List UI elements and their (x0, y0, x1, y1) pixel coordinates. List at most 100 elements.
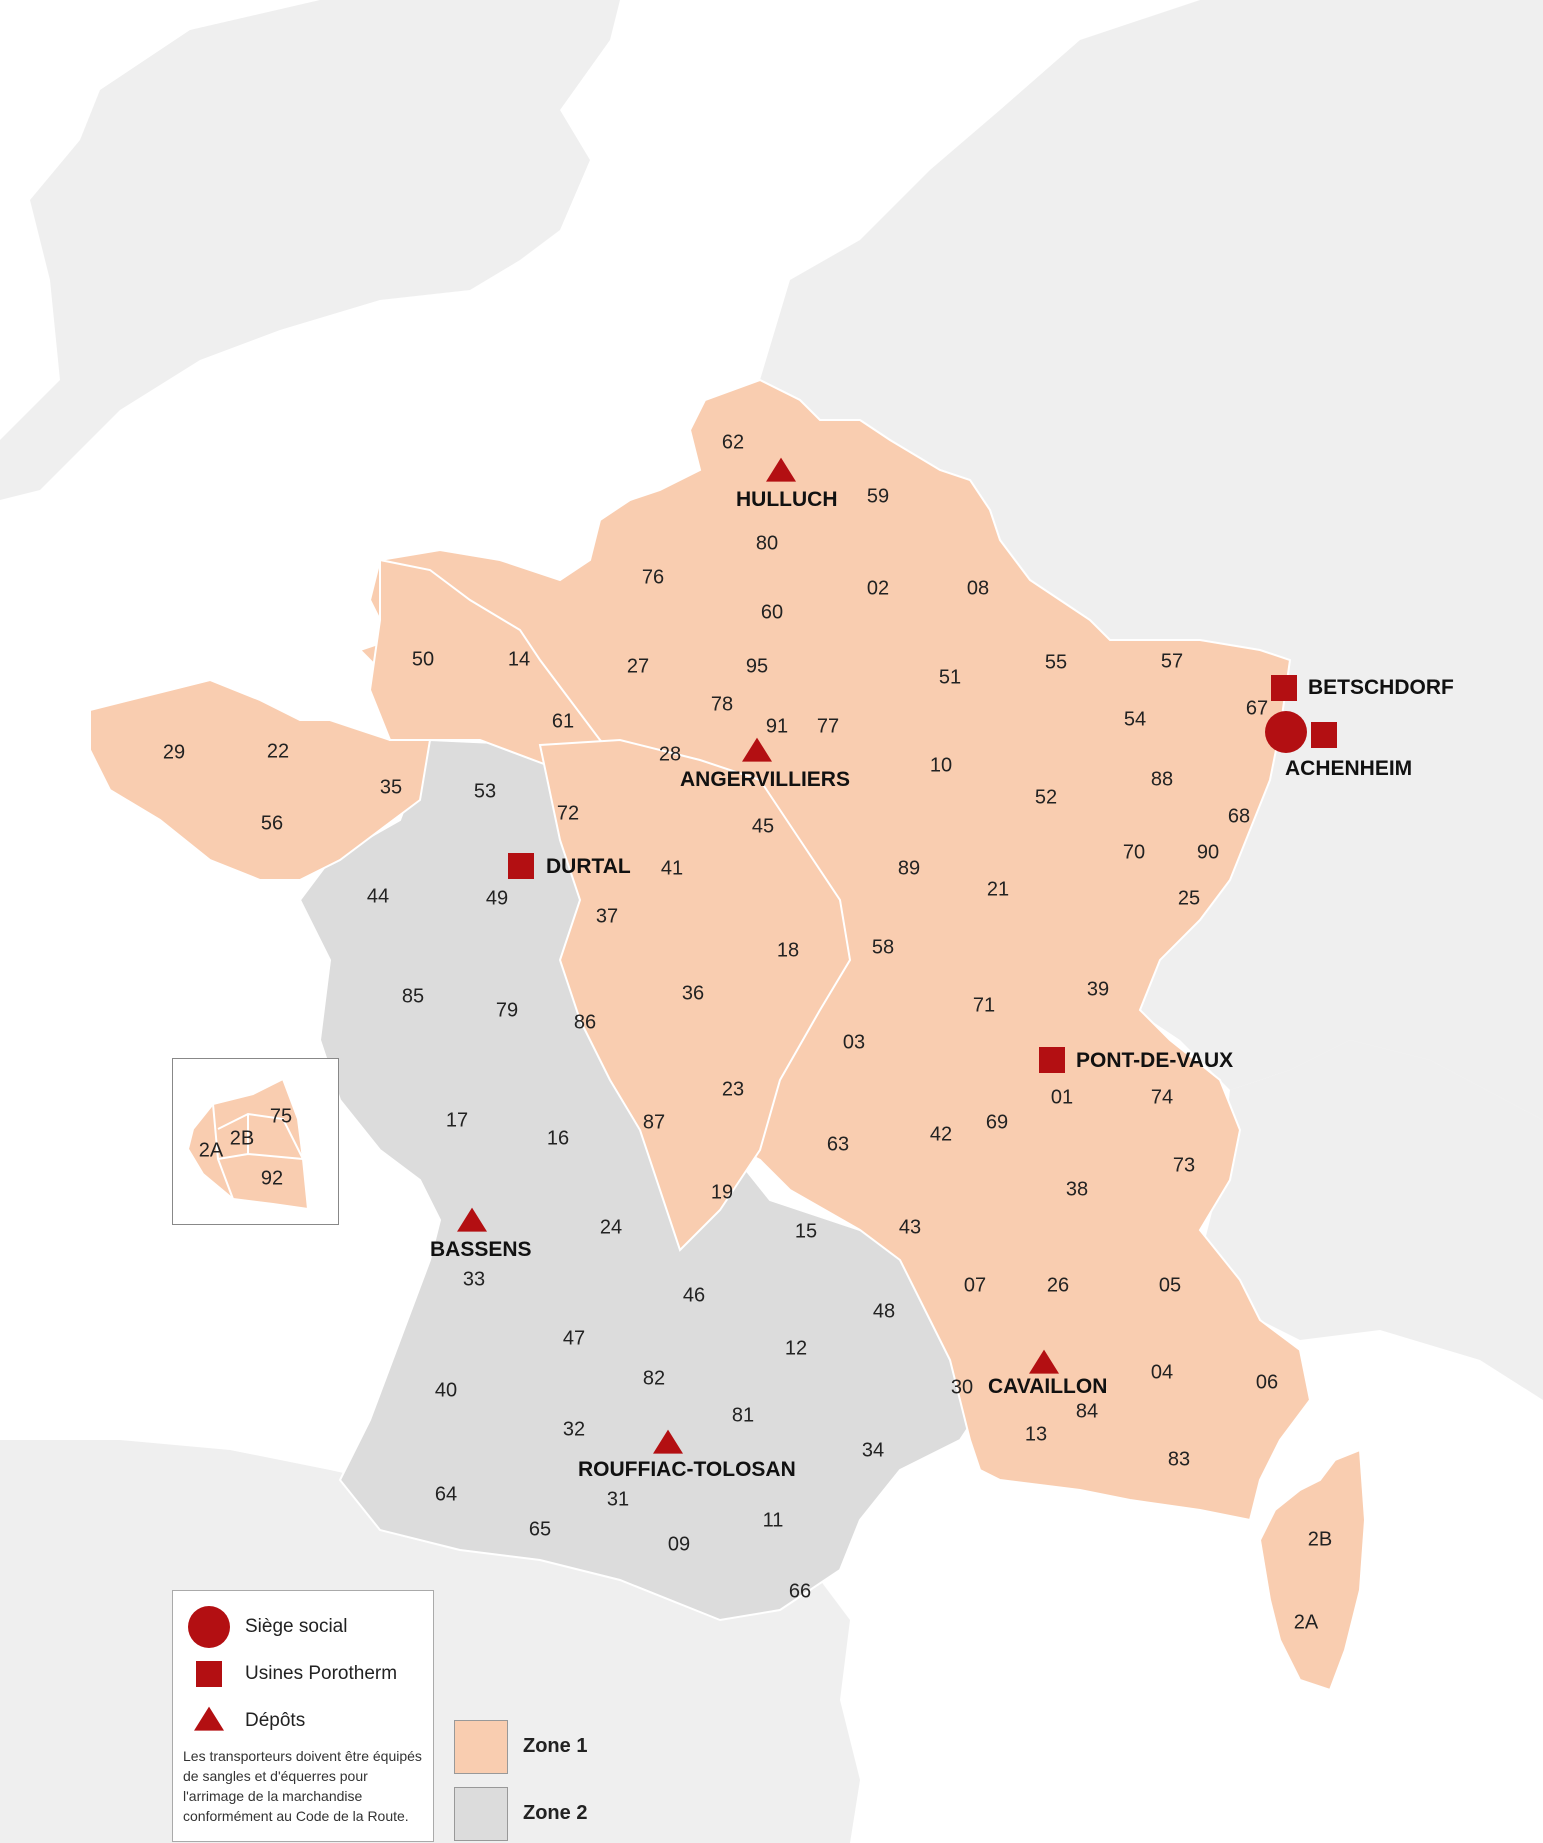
depot-icon (766, 457, 796, 482)
dept-label-27: 27 (626, 655, 650, 678)
zone1-label: Zone 1 (523, 1735, 588, 1757)
legend-row-siege: Siège social (173, 1606, 433, 1648)
dept-label-83: 83 (1167, 1448, 1191, 1471)
dept-label-30: 30 (950, 1376, 974, 1399)
dept-label-71: 71 (972, 994, 996, 1017)
dept-label-2B: 2B (1307, 1528, 1333, 1551)
legend-depots-label: Dépôts (245, 1710, 306, 1731)
dept-label-72: 72 (556, 802, 580, 825)
dept-label-2A: 2A (1293, 1611, 1319, 1634)
italy-landmass (1200, 1040, 1543, 1400)
dept-label-18: 18 (776, 939, 800, 962)
dept-label-17: 17 (445, 1109, 469, 1132)
site-label-durtal: DURTAL (546, 855, 631, 878)
legend-usines-label: Usines Porotherm (245, 1663, 398, 1684)
dept-label-75: 2B (229, 1127, 255, 1150)
dept-label-38: 38 (1065, 1178, 1089, 1201)
dept-label-50: 50 (411, 648, 435, 671)
site-label-cavaillon: CAVAILLON (988, 1375, 1108, 1398)
dept-label-94: 92 (260, 1167, 284, 1190)
depot-icon (653, 1429, 683, 1454)
dept-label-89: 89 (897, 857, 921, 880)
depot-icon (194, 1706, 224, 1731)
dept-label-51: 51 (938, 666, 962, 689)
dept-label-82: 82 (642, 1367, 666, 1390)
dept-label-45: 45 (751, 815, 775, 838)
dept-label-69: 69 (985, 1111, 1009, 1134)
dept-label-41: 41 (660, 857, 684, 880)
dept-label-55: 55 (1044, 651, 1068, 674)
dept-label-91: 91 (765, 715, 789, 738)
dept-label-05: 05 (1158, 1274, 1182, 1297)
dept-label-29: 29 (162, 741, 186, 764)
dept-label-95: 95 (745, 655, 769, 678)
site-label-betschdorf: BETSCHDORF (1308, 676, 1454, 699)
zone2-label: Zone 2 (523, 1802, 588, 1824)
dept-label-85: 85 (401, 985, 425, 1008)
zone2-swatch (454, 1787, 508, 1841)
dept-label-16: 16 (546, 1127, 570, 1150)
dept-label-39: 39 (1086, 978, 1110, 1001)
dept-label-25: 25 (1177, 887, 1201, 910)
legend-row-usines: Usines Porotherm (173, 1654, 433, 1694)
dept-label-88: 88 (1150, 768, 1174, 791)
dept-label-47: 47 (562, 1327, 586, 1350)
site-label-hulluch: HULLUCH (736, 488, 838, 511)
depot-icon (457, 1207, 487, 1232)
dept-label-81: 81 (731, 1404, 755, 1427)
dept-label-43: 43 (898, 1216, 922, 1239)
dept-label-21: 21 (986, 878, 1010, 901)
uk-landmass (0, 0, 620, 500)
dept-label-01: 01 (1050, 1086, 1074, 1109)
usine-icon (1271, 675, 1297, 701)
site-label-angervilliers: ANGERVILLIERS (680, 768, 850, 791)
paris-inset-map (186, 1077, 310, 1211)
dept-label-78: 78 (710, 693, 734, 716)
siege-social-icon (188, 1606, 230, 1648)
site-label-achenheim: ACHENHEIM (1285, 757, 1413, 780)
dept-label-86: 86 (573, 1011, 597, 1034)
dept-label-80: 80 (755, 532, 779, 555)
dept-label-53: 53 (473, 780, 497, 803)
dept-label-07: 07 (963, 1274, 987, 1297)
site-label-bassens: BASSENS (430, 1238, 532, 1261)
benelux-germany-landmass (760, 0, 1543, 1120)
zone1-brittany-normandy (89, 678, 432, 881)
dept-label-02: 02 (866, 577, 890, 600)
dept-label-46: 46 (682, 1284, 706, 1307)
dept-label-14: 14 (507, 648, 531, 671)
dept-label-04: 04 (1150, 1361, 1174, 1384)
dept-label-92: 2A (198, 1139, 224, 1162)
legend-siege-label: Siège social (245, 1616, 348, 1637)
zone1-centre (538, 738, 852, 1252)
dept-label-40: 40 (434, 1379, 458, 1402)
dept-label-31: 31 (606, 1488, 630, 1511)
dept-label-59: 59 (866, 485, 890, 508)
dept-label-06: 06 (1255, 1371, 1279, 1394)
dept-label-76: 76 (641, 566, 665, 589)
usine-icon (1039, 1047, 1065, 1073)
dept-label-61: 61 (551, 710, 575, 733)
dept-label-54: 54 (1123, 708, 1147, 731)
dept-label-68: 68 (1227, 805, 1251, 828)
paris-inset: 75 2B 2A 92 (172, 1058, 339, 1225)
dept-label-57: 57 (1160, 650, 1184, 673)
dept-label-66: 66 (788, 1580, 812, 1603)
dept-label-52: 52 (1034, 786, 1058, 809)
dept-label-87: 87 (642, 1111, 666, 1134)
depot-icon (1029, 1349, 1059, 1374)
usine-icon (196, 1661, 222, 1687)
dept-label-42: 42 (929, 1123, 953, 1146)
usine-icon (1311, 722, 1337, 748)
dept-label-77: 77 (816, 715, 840, 738)
dept-label-28: 28 (658, 743, 682, 766)
dept-label-11: 11 (762, 1509, 784, 1532)
dept-label-56: 56 (260, 812, 284, 835)
dept-label-63: 63 (826, 1133, 850, 1156)
dept-label-73: 73 (1172, 1154, 1196, 1177)
zone1-swatch (454, 1720, 508, 1774)
dept-label-62: 62 (721, 431, 745, 454)
dept-label-03: 03 (842, 1031, 866, 1054)
depot-icon (742, 737, 772, 762)
dept-label-26: 26 (1046, 1274, 1070, 1297)
